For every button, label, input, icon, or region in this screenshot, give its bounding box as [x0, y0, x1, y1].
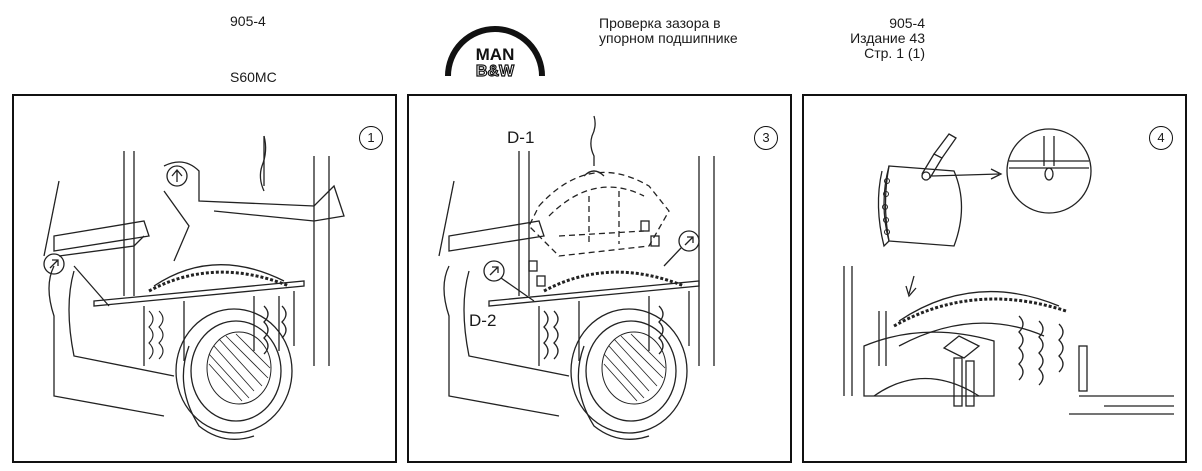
doc-number-left: 905-4 — [230, 13, 266, 29]
panel-number: 4 — [1149, 126, 1173, 150]
man-bw-logo: MAN B&W — [445, 26, 545, 80]
panel-number: 3 — [754, 126, 778, 150]
title-line1: Проверка зазора в — [599, 15, 721, 31]
logo-line1: MAN — [476, 45, 515, 64]
logo-line2: B&W — [476, 63, 515, 80]
edition-label: Издание 43 — [850, 30, 925, 46]
title-line2: упорном подшипнике — [599, 30, 738, 46]
label-d2: D-2 — [469, 311, 497, 330]
panel-number: 1 — [359, 126, 383, 150]
label-d1: D-1 — [507, 128, 535, 147]
document-info: 905-4 Издание 43 Стр. 1 (1) — [760, 16, 925, 61]
illustration-panel-3: D-1 D-2 3 — [407, 94, 792, 463]
thrust-bearing-drawing-1 — [43, 135, 345, 440]
thrust-bearing-drawing-3 — [438, 115, 715, 440]
illustration-panel-4: 4 — [802, 94, 1187, 463]
document-title: Проверка зазора в упорном подшипнике — [599, 16, 738, 46]
page-label: Стр. 1 (1) — [864, 45, 925, 61]
illustration-panel-1: 1 — [12, 94, 397, 463]
engine-model: S60MC — [230, 69, 277, 85]
doc-number-right: 905-4 — [889, 15, 925, 31]
thrust-bearing-drawing-4 — [843, 128, 1174, 415]
